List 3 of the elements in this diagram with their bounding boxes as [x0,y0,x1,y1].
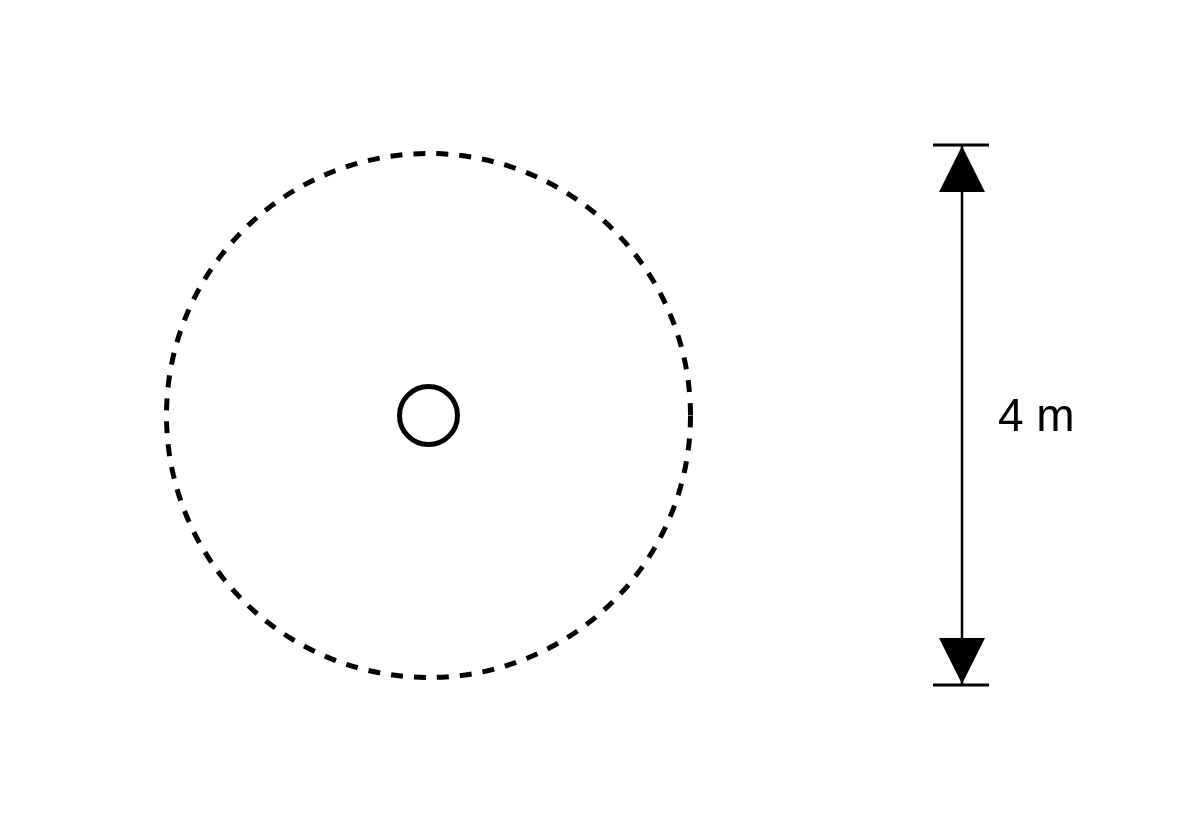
dimension-label: 4 m [998,392,1075,438]
small-circle [396,383,460,447]
dashed-circle [163,150,693,680]
